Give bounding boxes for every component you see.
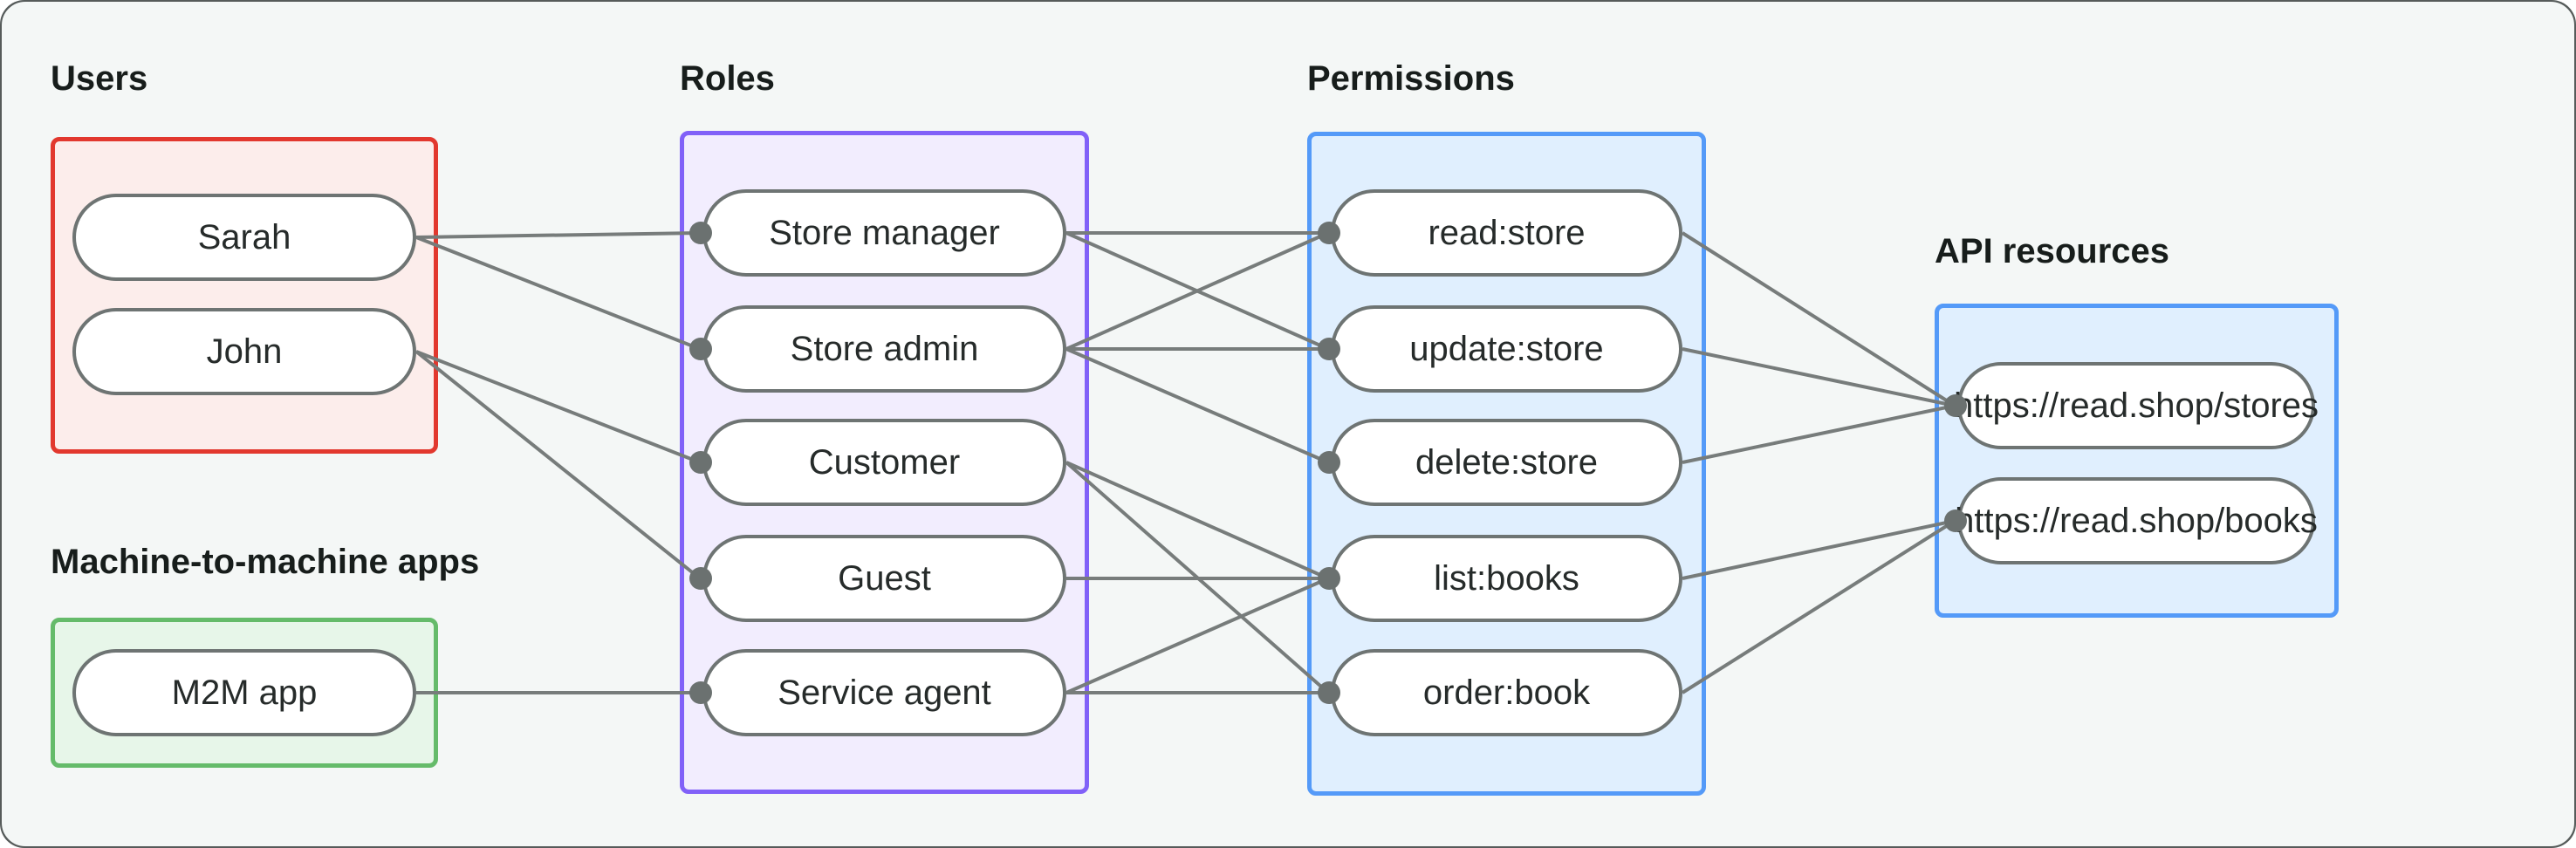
permission-node-read-store: read:store	[1331, 189, 1682, 277]
api-group-box	[1935, 304, 2339, 618]
permission-node-update-store: update:store	[1331, 305, 1682, 393]
role-node-store-manager: Store manager	[702, 189, 1066, 277]
api-node-stores: https://read.shop/stores	[1954, 362, 2319, 449]
role-node-service-agent: Service agent	[702, 649, 1066, 736]
user-node-sarah: Sarah	[72, 194, 416, 281]
m2m-node-app: M2M app	[72, 649, 416, 736]
role-node-store-admin: Store admin	[702, 305, 1066, 393]
permission-node-order-book: order:book	[1331, 649, 1682, 736]
roles-section-label: Roles	[680, 59, 775, 98]
role-node-customer: Customer	[702, 419, 1066, 506]
users-section-label: Users	[51, 59, 148, 98]
users-group-box	[51, 137, 438, 454]
user-node-john: John	[72, 308, 416, 395]
permission-node-delete-store: delete:store	[1331, 419, 1682, 506]
role-node-guest: Guest	[702, 535, 1066, 622]
api-section-label: API resources	[1935, 232, 2170, 270]
permissions-section-label: Permissions	[1307, 59, 1515, 98]
m2m-section-label: Machine-to-machine apps	[51, 543, 480, 581]
permission-node-list-books: list:books	[1331, 535, 1682, 622]
api-node-books: https://read.shop/books	[1955, 477, 2318, 564]
